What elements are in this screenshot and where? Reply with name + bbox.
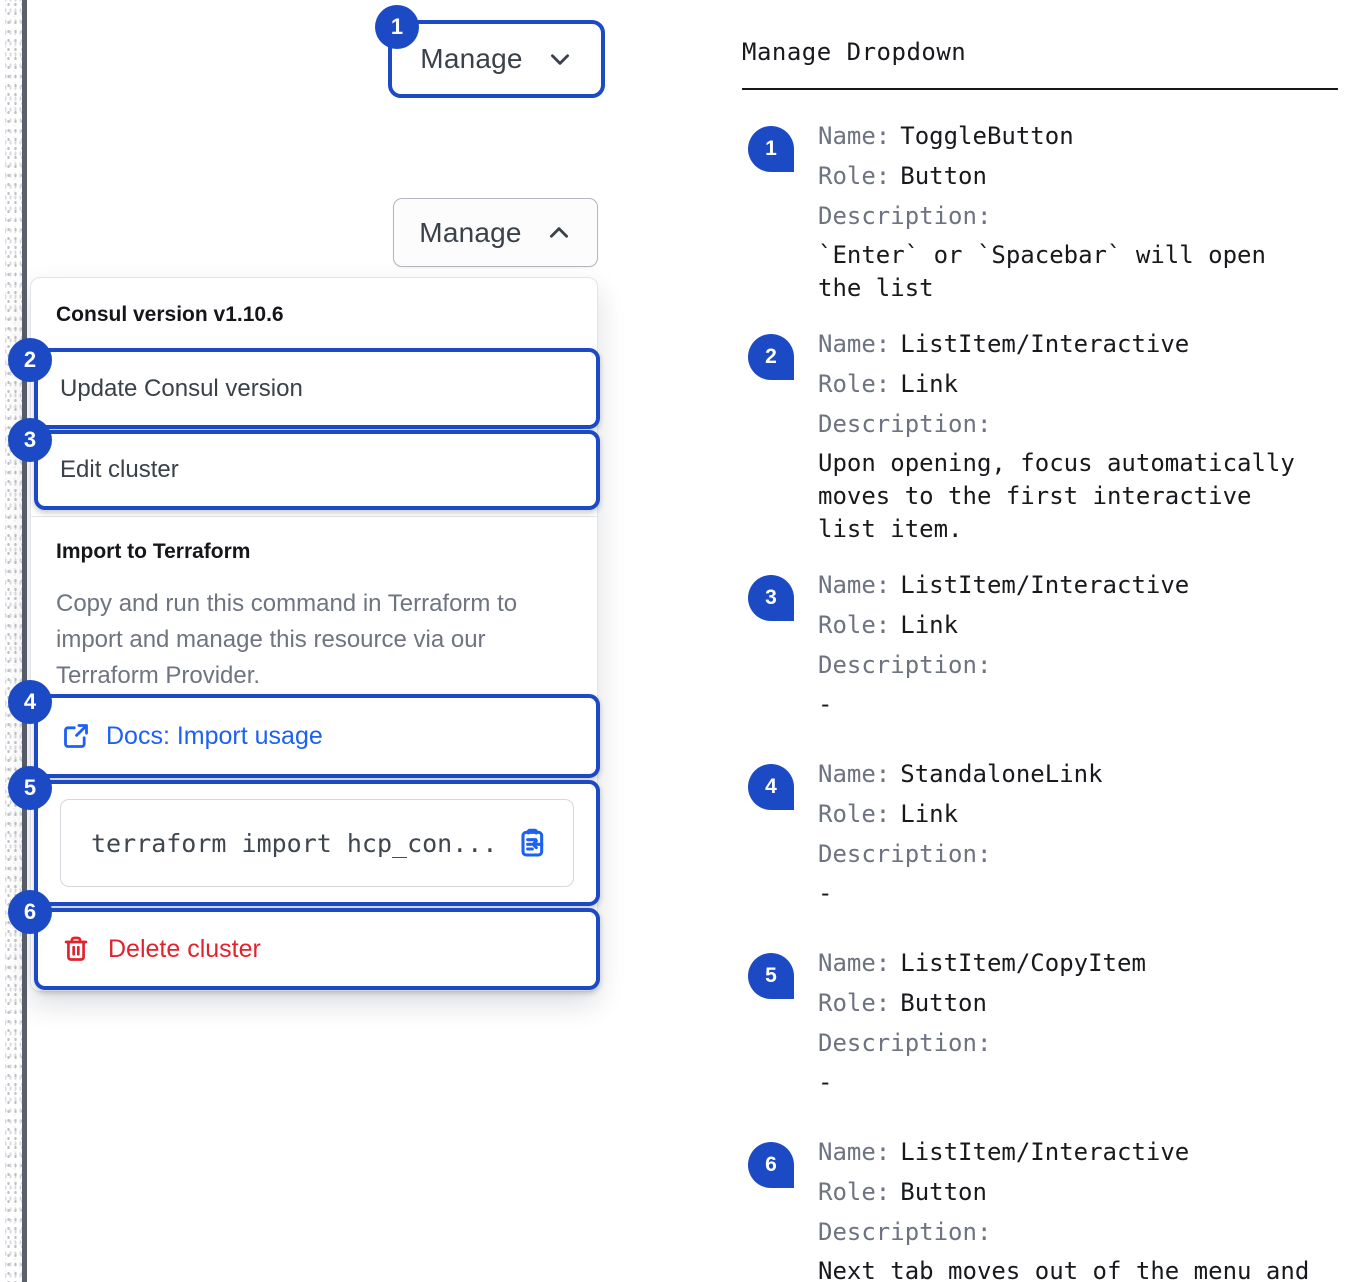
spec-panel: Manage Dropdown 1 Name: ToggleButton Role… xyxy=(742,30,1338,1282)
spec-name-label: Name: xyxy=(818,330,891,358)
spec-description-label: Description: xyxy=(818,1029,992,1057)
consul-version-label: Consul version v1.10.6 xyxy=(56,303,284,326)
manage-toggle-label: Manage xyxy=(420,43,523,74)
external-link-icon xyxy=(64,724,88,748)
manage-open-label: Manage xyxy=(419,216,522,248)
torn-edge-bar xyxy=(22,0,27,1282)
spec-name-label: Name: xyxy=(818,122,891,150)
spec-item-number-badge: 1 xyxy=(748,126,794,172)
terraform-command-text: terraform import hcp_con... xyxy=(91,828,498,858)
spec-role-label: Role: xyxy=(818,800,891,828)
spec-item: 2 Name: ListItem/Interactive Role: Link De… xyxy=(742,324,1338,546)
spec-name-label: Name: xyxy=(818,571,891,599)
spec-list: 1 Name: ToggleButton Role: Button Descript… xyxy=(742,116,1338,1282)
spec-description-label: Description: xyxy=(818,651,992,679)
spec-description-label: Description: xyxy=(818,840,992,868)
torn-edge-noise xyxy=(5,0,22,1282)
chevron-down-icon xyxy=(550,54,569,65)
chevron-up-icon xyxy=(549,226,568,238)
spec-role-value: Link xyxy=(900,611,959,639)
spec-role-label: Role: xyxy=(818,989,891,1017)
annotation-badge-4: 4 xyxy=(8,680,52,724)
spec-item: 4 Name: StandaloneLink Role: Link Descript… xyxy=(742,754,1338,924)
menu-item-copy-snippet: terraform import hcp_con... xyxy=(34,780,600,906)
annotation-badge-5: 5 xyxy=(8,766,52,810)
delete-cluster-label: Delete cluster xyxy=(108,934,261,963)
spec-divider xyxy=(742,88,1338,90)
spec-item-number-badge: 6 xyxy=(748,1142,794,1188)
clipboard-copy-icon[interactable] xyxy=(517,827,549,859)
spec-item-number-badge: 4 xyxy=(748,764,794,810)
spec-role-label: Role: xyxy=(818,611,891,639)
spec-item: 1 Name: ToggleButton Role: Button Descript… xyxy=(742,116,1338,305)
spec-description-value: Next tab moves out of the menu and to th… xyxy=(818,1257,1310,1282)
spec-role-label: Role: xyxy=(818,162,891,190)
spec-description-label: Description: xyxy=(818,410,992,438)
spec-description-value: Upon opening, focus automatically moves … xyxy=(818,449,1295,543)
spec-item-number-badge: 2 xyxy=(748,334,794,380)
spec-item-number-badge: 5 xyxy=(748,953,794,999)
edit-cluster-label: Edit cluster xyxy=(60,456,179,483)
annotation-badge-1: 1 xyxy=(375,5,419,49)
spec-item-number-badge: 3 xyxy=(748,575,794,621)
manage-open-button[interactable]: Manage xyxy=(393,198,598,267)
import-to-terraform-title: Import to Terraform xyxy=(56,540,251,563)
spec-description-label: Description: xyxy=(818,202,992,230)
menu-item-delete-cluster[interactable]: Delete cluster xyxy=(34,908,600,990)
spec-name-label: Name: xyxy=(818,760,891,788)
spec-role-value: Button xyxy=(900,1178,987,1206)
manage-toggle-button[interactable]: Manage xyxy=(388,20,605,98)
menu-item-docs-import-usage[interactable]: Docs: Import usage xyxy=(34,694,600,778)
annotation-badge-6: 6 xyxy=(8,890,52,934)
spec-name-label: Name: xyxy=(818,949,891,977)
spec-name-label: Name: xyxy=(818,1138,891,1166)
spec-role-value: Button xyxy=(900,162,987,190)
spec-description-value: - xyxy=(818,690,833,718)
spec-role-value: Button xyxy=(900,989,987,1017)
import-to-terraform-description: Copy and run this command in Terraform t… xyxy=(56,590,518,689)
spec-name-value: ListItem/Interactive xyxy=(900,330,1190,358)
docs-import-usage-link[interactable]: Docs: Import usage xyxy=(106,721,323,750)
spec-role-label: Role: xyxy=(818,370,891,398)
spec-description-label: Description: xyxy=(818,1218,992,1246)
spec-item: 5 Name: ListItem/CopyItem Role: Button Des… xyxy=(742,943,1338,1113)
spec-description-value: - xyxy=(818,1068,833,1096)
trash-icon xyxy=(64,936,88,961)
update-consul-version-label: Update Consul version xyxy=(60,374,303,402)
spec-role-value: Link xyxy=(900,800,959,828)
spec-description-value: - xyxy=(818,879,833,907)
terraform-command-field[interactable]: terraform import hcp_con... xyxy=(60,799,574,887)
spec-item: 6 Name:ListItem/Interactive Role:Button … xyxy=(742,1132,1338,1282)
menu-section-divider xyxy=(31,516,597,517)
annotation-badge-2: 2 xyxy=(8,338,52,382)
menu-item-update-consul-version[interactable]: Update Consul version xyxy=(34,348,600,429)
menu-item-edit-cluster[interactable]: Edit cluster xyxy=(34,430,600,510)
spec-name-value: ListItem/Interactive xyxy=(900,571,1190,599)
spec-item: 3 Name: ListItem/Interactive Role: Link De… xyxy=(742,565,1338,735)
spec-role-value: Link xyxy=(900,370,959,398)
spec-description-value: `Enter` or `Spacebar` will open the list xyxy=(818,241,1266,302)
annotation-badge-3: 3 xyxy=(8,418,52,462)
spec-title: Manage Dropdown xyxy=(742,38,967,66)
spec-name-value: ListItem/Interactive xyxy=(900,1138,1190,1166)
spec-role-label: Role: xyxy=(818,1178,891,1206)
spec-name-value: ToggleButton xyxy=(900,122,1074,150)
spec-name-value: ListItem/CopyItem xyxy=(900,949,1146,977)
spec-name-value: StandaloneLink xyxy=(900,760,1103,788)
